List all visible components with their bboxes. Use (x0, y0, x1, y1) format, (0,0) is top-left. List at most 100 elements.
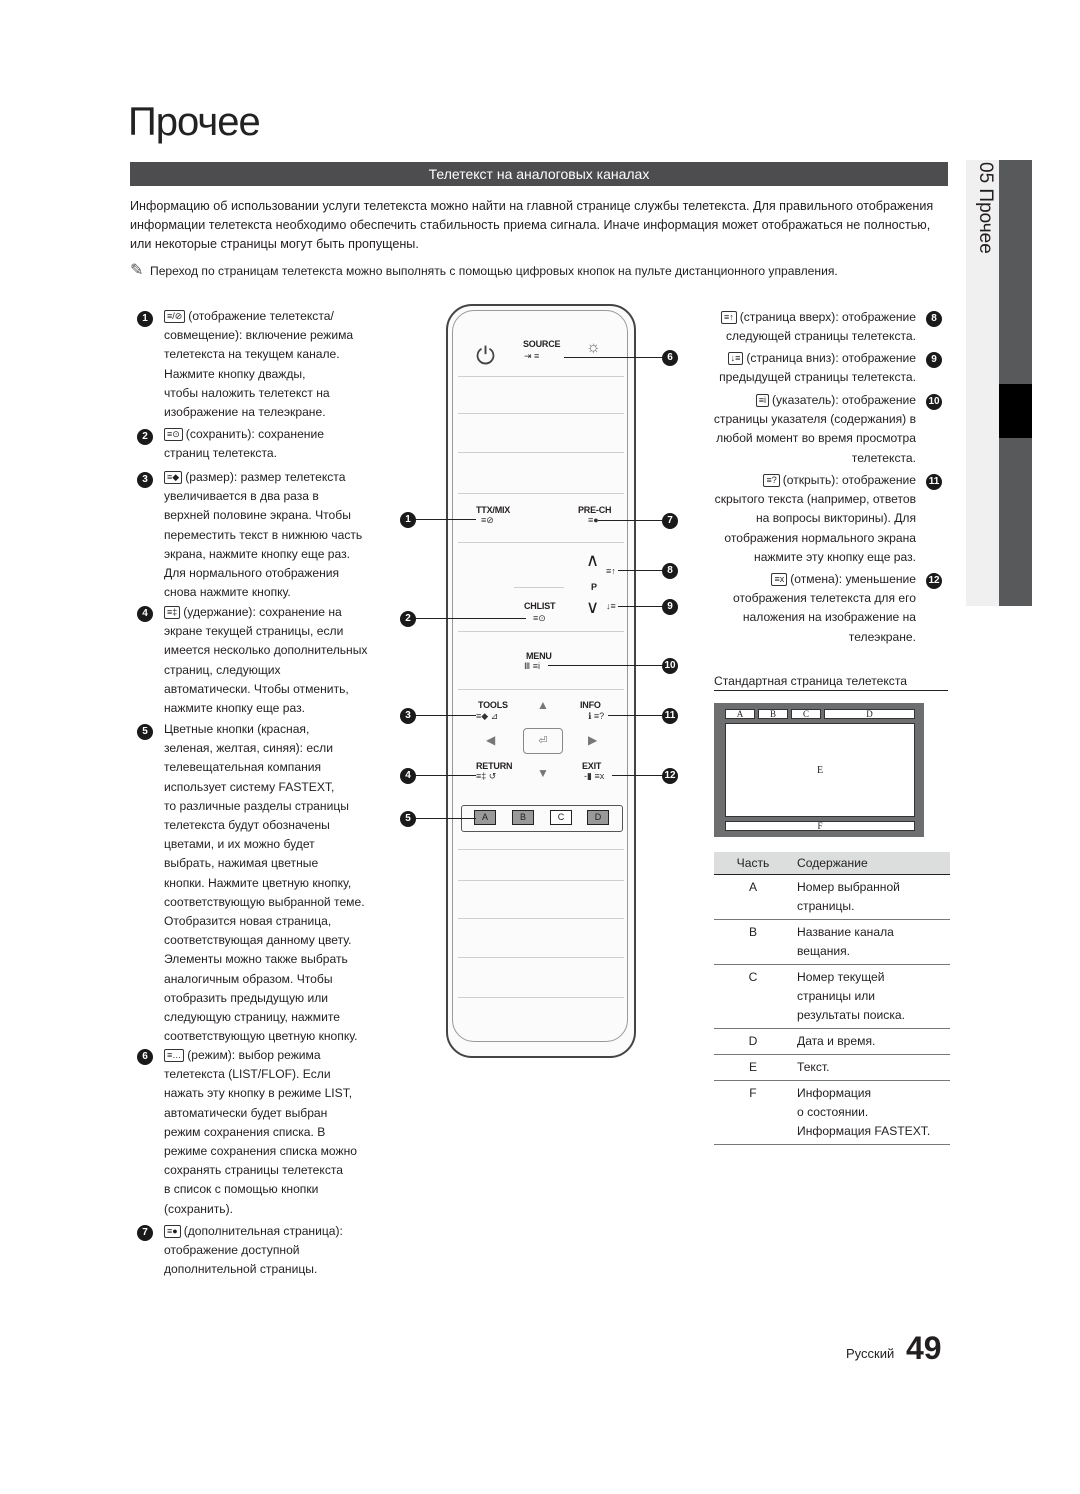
remote-callout-7: 7 (662, 513, 678, 529)
leader-line-12 (612, 775, 662, 776)
item-12: ≡x(отмена): уменьшение отображения телет… (684, 570, 916, 647)
table-cell-content: Текст. (797, 1060, 830, 1074)
table-cell-content: Дата и время. (797, 1034, 876, 1048)
subpage-button-icon: ≡● (164, 1225, 181, 1238)
callout-3-badge: 3 (137, 472, 153, 488)
remote-callout-12: 12 (662, 768, 678, 784)
item-10: ≡i(указатель): отображение страницы указ… (684, 391, 916, 468)
remote-separator (458, 880, 624, 881)
leader-line-1 (414, 519, 476, 520)
table-row: E Текст. (714, 1055, 950, 1081)
leader-line-9 (618, 606, 662, 607)
page-up-icon: ≡↑ (606, 566, 616, 576)
teletext-field-c: C (791, 709, 821, 719)
light-icon: ☼ (586, 339, 601, 356)
remote-return-label: RETURN (476, 761, 513, 771)
page-down-icon: ↓≡ (606, 601, 616, 611)
side-tab (966, 160, 999, 606)
chlist-icon: ≡⊙ (533, 613, 546, 623)
intro-paragraph: Информацию об использовании услуги телет… (130, 199, 934, 251)
remote-separator (458, 413, 624, 414)
table-header: Часть Содержание (714, 852, 950, 875)
leader-line-4 (414, 775, 476, 776)
remote-info-label: INFO (580, 700, 601, 710)
table-cell-content: Номер текущей страницы или результаты по… (797, 970, 905, 1022)
callout-4-badge: 4 (137, 606, 153, 622)
note: ✎Переход по страницам телетекста можно в… (130, 262, 948, 280)
remote-separator (458, 376, 624, 377)
remote-separator (458, 689, 624, 690)
item-9-text: (страница вниз): отображение предыдущей … (719, 351, 916, 385)
side-tab-label: 05 Прочее (970, 162, 998, 602)
callout-2-badge: 2 (137, 429, 153, 445)
table-cell-part: A (748, 880, 758, 894)
note-text: Переход по страницам телетекста можно вы… (150, 264, 838, 278)
color-key-d: D (587, 810, 609, 825)
item-11-text: (открыть): отображение скрытого текста (… (714, 473, 916, 564)
color-key-c: C (550, 810, 572, 825)
item-2: ≡⊙(сохранить): сохранение страниц телете… (164, 425, 394, 463)
callout-10-badge: 10 (926, 394, 942, 410)
teletext-field-e: E (725, 723, 915, 817)
table-cell-part: C (748, 970, 758, 984)
remote-control (446, 304, 636, 1058)
standard-page-title: Стандартная страница телетекста (714, 674, 948, 691)
info-icon: ℹ ≡? (588, 711, 605, 721)
item-3: ≡◆(размер): размер телетекста увеличивае… (164, 468, 394, 602)
page-down-button-icon: ↓≡ (727, 352, 744, 365)
remote-callout-6: 6 (662, 350, 678, 366)
remote-separator (514, 587, 564, 588)
page-title: Прочее (128, 100, 261, 144)
remote-chlist-label: CHLIST (524, 601, 556, 611)
prech-icon: ≡● (588, 515, 599, 525)
callout-1-badge: 1 (137, 311, 153, 327)
item-1: ≡/⊘(отображение телетекста/ совмещение):… (164, 307, 394, 422)
page-up-button-icon: ≡↑ (720, 311, 737, 324)
store-button-icon: ≡⊙ (164, 428, 183, 441)
reveal-button-icon: ≡? (763, 474, 780, 487)
remote-separator (458, 997, 624, 998)
remote-callout-1: 1 (400, 512, 416, 528)
leader-line-5 (414, 818, 476, 819)
leader-line-10 (548, 665, 662, 666)
remote-callout-8: 8 (662, 563, 678, 579)
remote-separator (458, 631, 624, 632)
mode-button-icon: ≡… (164, 1049, 185, 1062)
index-button-icon: ≡i (755, 394, 769, 407)
cancel-button-icon: ≡x (771, 573, 788, 586)
item-7: ≡●(дополнительная страница): отображение… (164, 1222, 394, 1280)
remote-p-label: P (591, 582, 597, 592)
table-cell-content: Информация о состоянии. Информация FASTE… (797, 1086, 931, 1138)
callout-11-badge: 11 (926, 474, 942, 490)
remote-exit-label: EXIT (582, 761, 602, 771)
item-8: ≡↑(страница вверх): отображение следующе… (684, 308, 916, 346)
footer-language: Русский (846, 1346, 895, 1361)
ttx-icon: ≡⊘ (481, 515, 494, 525)
section-title: Телетекст на аналоговых каналах (130, 162, 948, 186)
item-1-text: (отображение телетекста/ совмещение): вк… (164, 309, 354, 420)
item-11: ≡?(открыть): отображение скрытого текста… (684, 471, 916, 567)
hold-button-icon: ≡‡ (164, 606, 181, 619)
remote-separator (458, 542, 624, 543)
menu-icon: Ⅲ ≡i (524, 661, 540, 671)
ttx-mix-button-icon: ≡/⊘ (164, 310, 186, 323)
side-tab-text: 05 Прочее (975, 162, 996, 254)
remote-separator (458, 918, 624, 919)
teletext-field-f: F (725, 821, 915, 831)
remote-callout-11: 11 (662, 708, 678, 724)
left-arrow-icon: ◀ (486, 733, 496, 747)
table-cell-part: E (748, 1060, 758, 1074)
remote-callout-3: 3 (400, 708, 416, 724)
remote-separator (458, 849, 624, 850)
item-7-text: (дополнительная страница): отображение д… (164, 1224, 343, 1277)
remote-callout-2: 2 (400, 611, 416, 627)
remote-callout-10: 10 (662, 658, 678, 674)
remote-ttx-label: TTX/MIX (476, 505, 511, 515)
side-tab-marker (999, 384, 1032, 438)
teletext-field-a: A (725, 709, 755, 719)
item-9: ↓≡(страница вниз): отображение предыдуще… (684, 349, 916, 387)
